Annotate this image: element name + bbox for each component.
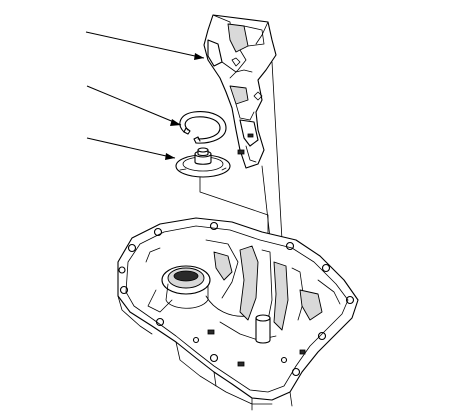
flange-bolt-holes	[118, 221, 355, 377]
bearing-bore	[161, 265, 211, 309]
oil-gutter-plate-icon	[175, 147, 231, 178]
transmission-housing-icon	[117, 217, 359, 411]
leader-line-oil-guide-plate	[85, 31, 205, 59]
leader-lines	[85, 31, 205, 160]
leader-line-oil-gutter-plate	[86, 137, 176, 159]
leader-line-snap-ring	[86, 85, 182, 126]
installation-guide-lines	[199, 61, 283, 247]
snap-ring-icon	[179, 111, 227, 144]
oil-guide-plate-icon	[203, 14, 277, 169]
